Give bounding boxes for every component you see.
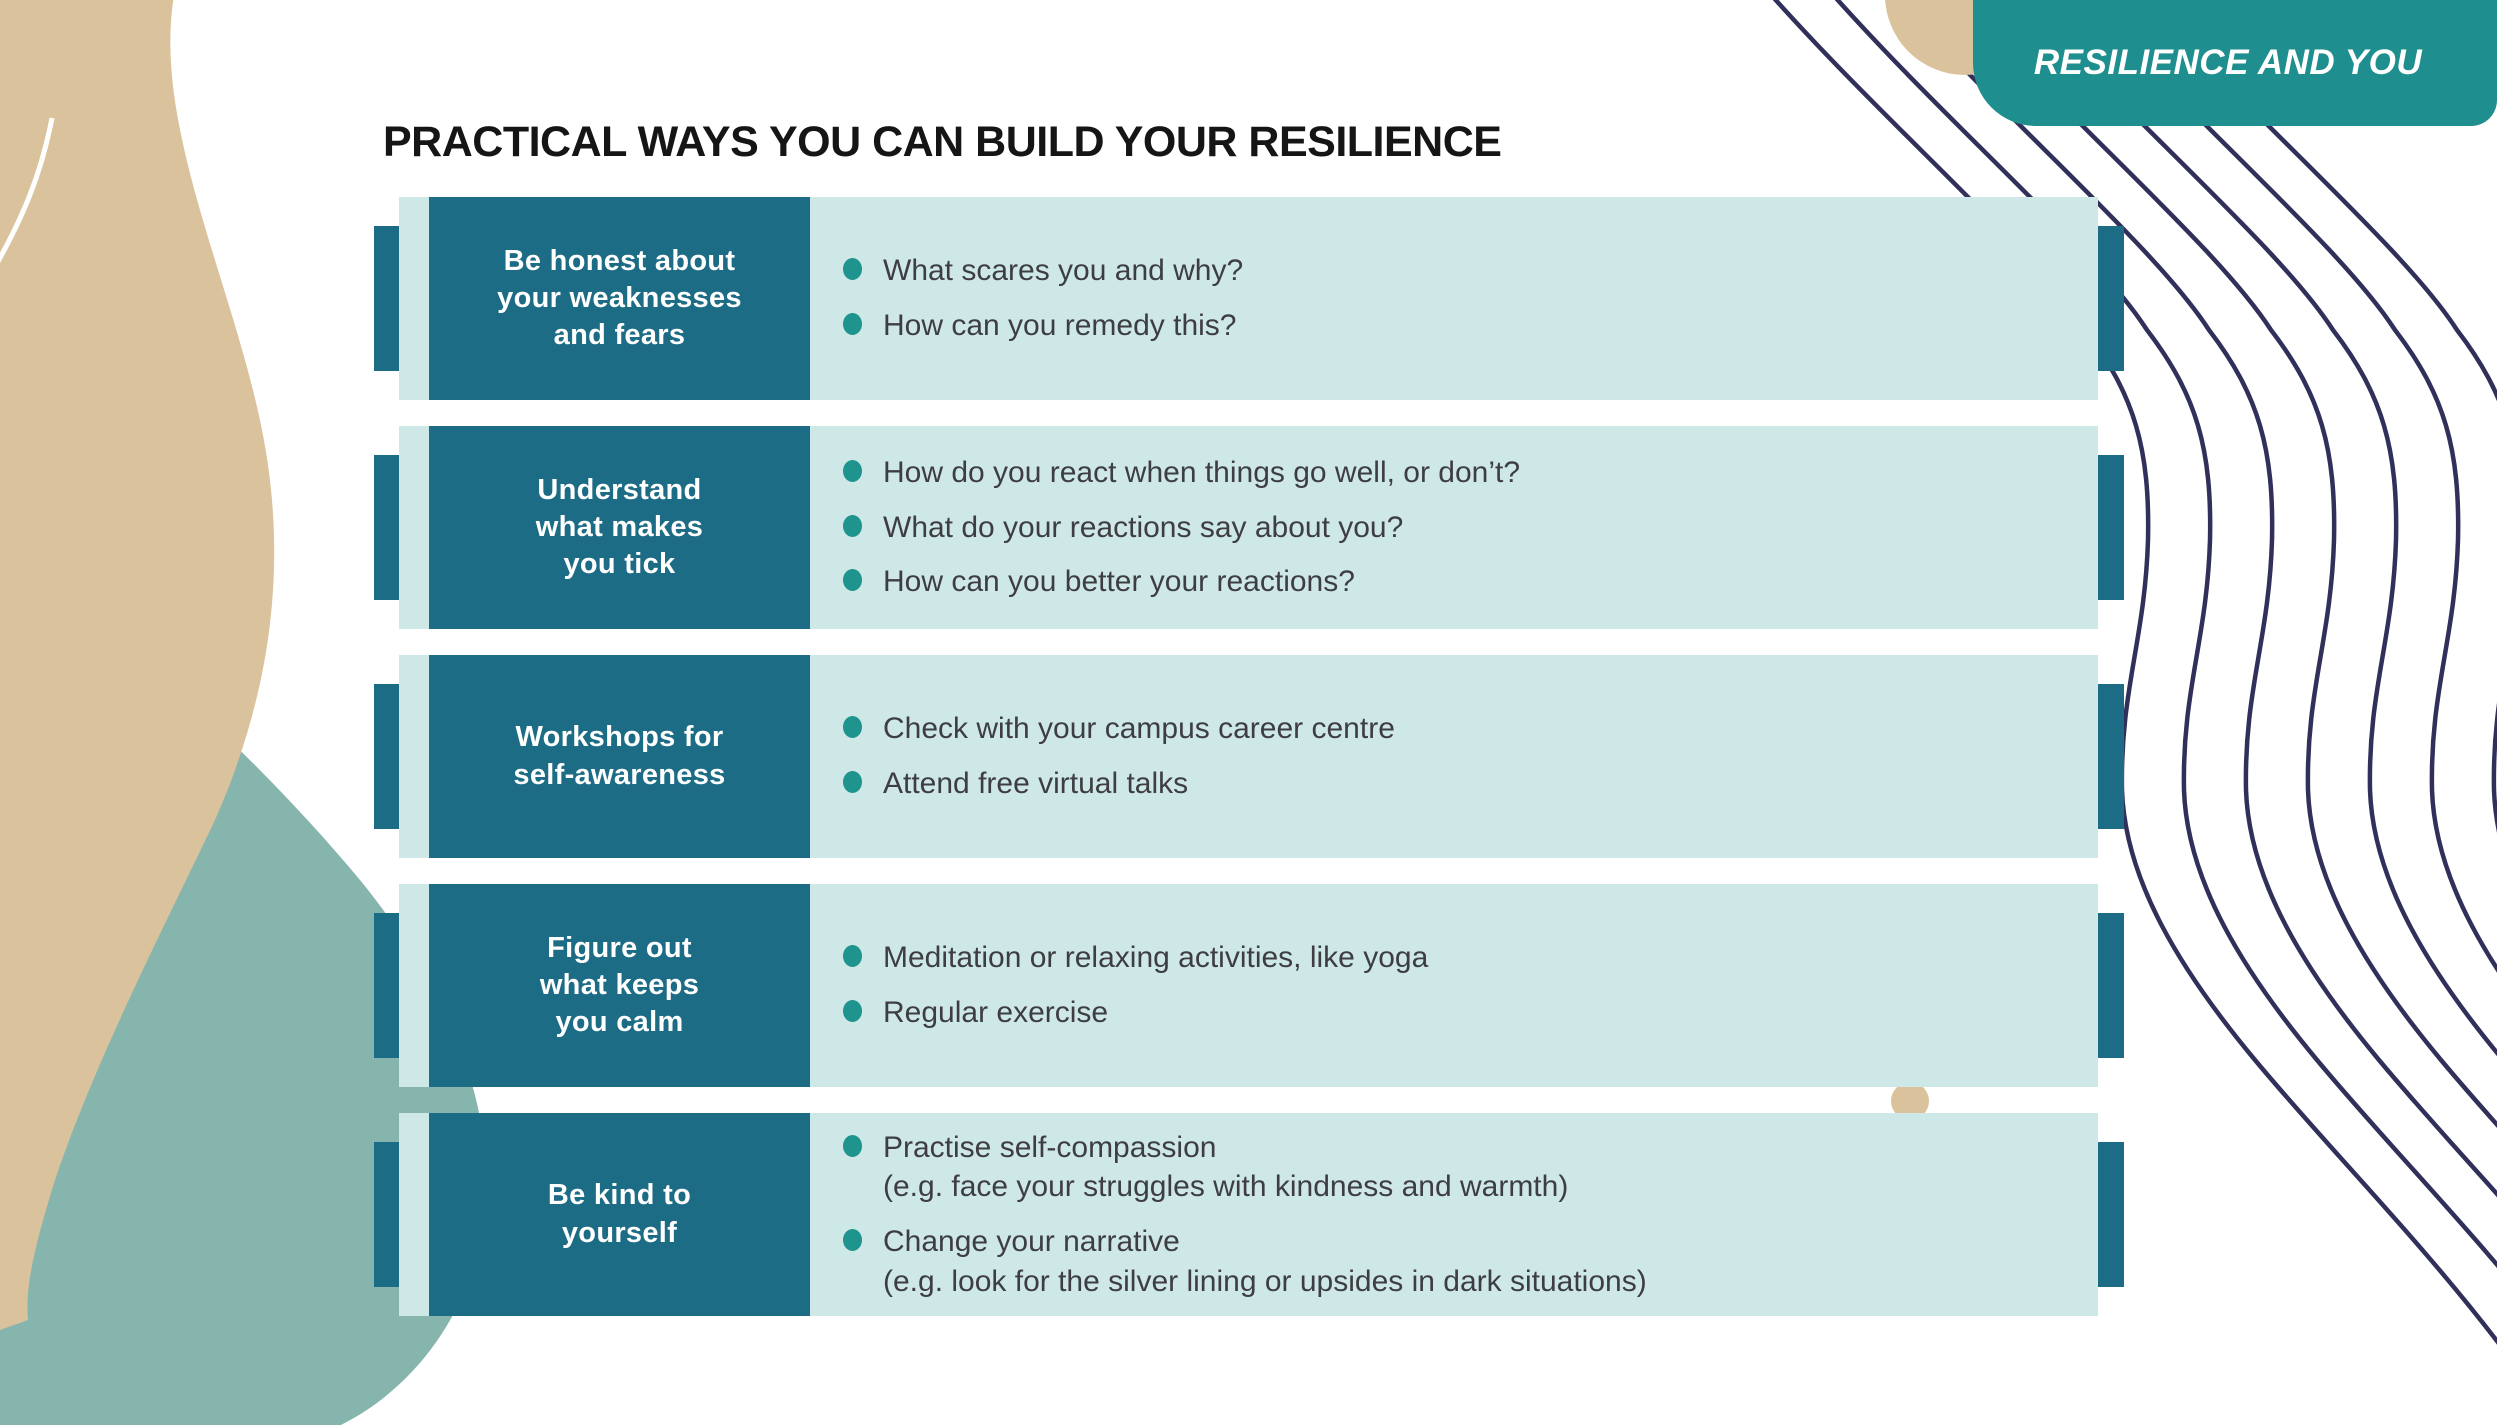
row-left-tab: [374, 1142, 399, 1287]
bullet-text: How do you react when things go well, or…: [883, 456, 1521, 490]
header-badge: RESILIENCE AND YOU: [1973, 0, 2497, 126]
row-bullet-list: Meditation or relaxing activities, like …: [843, 884, 2058, 1087]
bullet-text: What scares you and why?: [883, 254, 1244, 288]
bullet-dot-icon: [843, 313, 862, 335]
bullet-text: Attend free virtual talks: [883, 767, 1189, 800]
row-be-kind-to-yourself: Be kind to yourself Practise self-compas…: [374, 1113, 2124, 1316]
list-item: How can you better your reactions?: [843, 562, 2058, 602]
row-right-tab: [2098, 684, 2124, 829]
row-bullet-list: Practise self-compassion (e.g. face your…: [843, 1113, 2058, 1316]
bullet-text: Practise self-compassion: [883, 1130, 1217, 1164]
bullet-text: What do your reactions say about you?: [883, 510, 1404, 544]
row-honest-about-weaknesses: Be honest about your weaknesses and fear…: [374, 197, 2124, 400]
row-label: Workshops for self-awareness: [429, 655, 810, 858]
resilience-rows: Be honest about your weaknesses and fear…: [374, 197, 2124, 1342]
row-left-tab: [374, 226, 399, 371]
bullet-dot-icon: [843, 1134, 862, 1157]
bullet-dot-icon: [843, 569, 862, 592]
list-item: Check with your campus career centre: [843, 709, 2058, 749]
bullet-dot-icon: [843, 258, 862, 281]
row-left-tab: [374, 455, 399, 600]
row-right-tab: [2098, 455, 2124, 600]
list-item: Change your narrative (e.g. look for the…: [843, 1222, 2058, 1301]
row-workshops-for-self-awareness: Workshops for self-awareness Check with …: [374, 655, 2124, 858]
bullet-text: How can you better your reactions?: [883, 565, 1355, 599]
bullet-text: Check with your campus career centre: [883, 712, 1395, 746]
bullet-text: Meditation or relaxing activities, like …: [883, 941, 1429, 975]
bullet-dot-icon: [843, 945, 862, 968]
list-item: Meditation or relaxing activities, like …: [843, 938, 2058, 978]
bullet-text: How can you remedy this?: [883, 309, 1237, 342]
bullet-dot-icon: [843, 716, 862, 739]
list-item: Practise self-compassion (e.g. face your…: [843, 1128, 2058, 1207]
bullet-dot-icon: [843, 1000, 862, 1022]
row-bullet-list: Check with your campus career centre Att…: [843, 655, 2058, 858]
row-understand-what-makes-you-tick: Understand what makes you tick How do yo…: [374, 426, 2124, 629]
row-label: Be kind to yourself: [429, 1113, 810, 1316]
page-title: PRACTICAL WAYS YOU CAN BUILD YOUR RESILI…: [383, 118, 1502, 166]
white-accent-line: [0, 117, 55, 263]
bullet-text: Regular exercise: [883, 996, 1109, 1029]
row-bullet-list: What scares you and why? How can you rem…: [843, 197, 2058, 400]
bullet-text: Change your narrative: [883, 1225, 1180, 1258]
row-bullet-list: How do you react when things go well, or…: [843, 426, 2058, 629]
row-right-tab: [2098, 226, 2124, 371]
tan-dot: [1891, 1082, 1929, 1120]
bullet-subtext: (e.g. face your struggles with kindness …: [883, 1170, 1569, 1204]
bullet-dot-icon: [843, 771, 862, 793]
bullet-dot-icon: [843, 1229, 862, 1251]
list-item: Attend free virtual talks: [843, 764, 2058, 804]
list-item: How can you remedy this?: [843, 306, 2058, 346]
list-item: What do your reactions say about you?: [843, 508, 2058, 548]
row-right-tab: [2098, 1142, 2124, 1287]
row-left-tab: [374, 684, 399, 829]
row-label: Be honest about your weaknesses and fear…: [429, 197, 810, 400]
row-label: Understand what makes you tick: [429, 426, 810, 629]
header-badge-label: RESILIENCE AND YOU: [2033, 43, 2423, 82]
row-right-tab: [2098, 913, 2124, 1058]
list-item: How do you react when things go well, or…: [843, 453, 2058, 493]
row-left-tab: [374, 913, 399, 1058]
list-item: What scares you and why?: [843, 251, 2058, 291]
bullet-subtext: (e.g. look for the silver lining or upsi…: [883, 1264, 1647, 1298]
row-label: Figure out what keeps you calm: [429, 884, 810, 1087]
row-figure-out-what-keeps-you-calm: Figure out what keeps you calm Meditatio…: [374, 884, 2124, 1087]
tan-blob: [0, 0, 275, 1330]
list-item: Regular exercise: [843, 993, 2058, 1033]
bullet-dot-icon: [843, 514, 862, 537]
bullet-dot-icon: [843, 460, 862, 483]
